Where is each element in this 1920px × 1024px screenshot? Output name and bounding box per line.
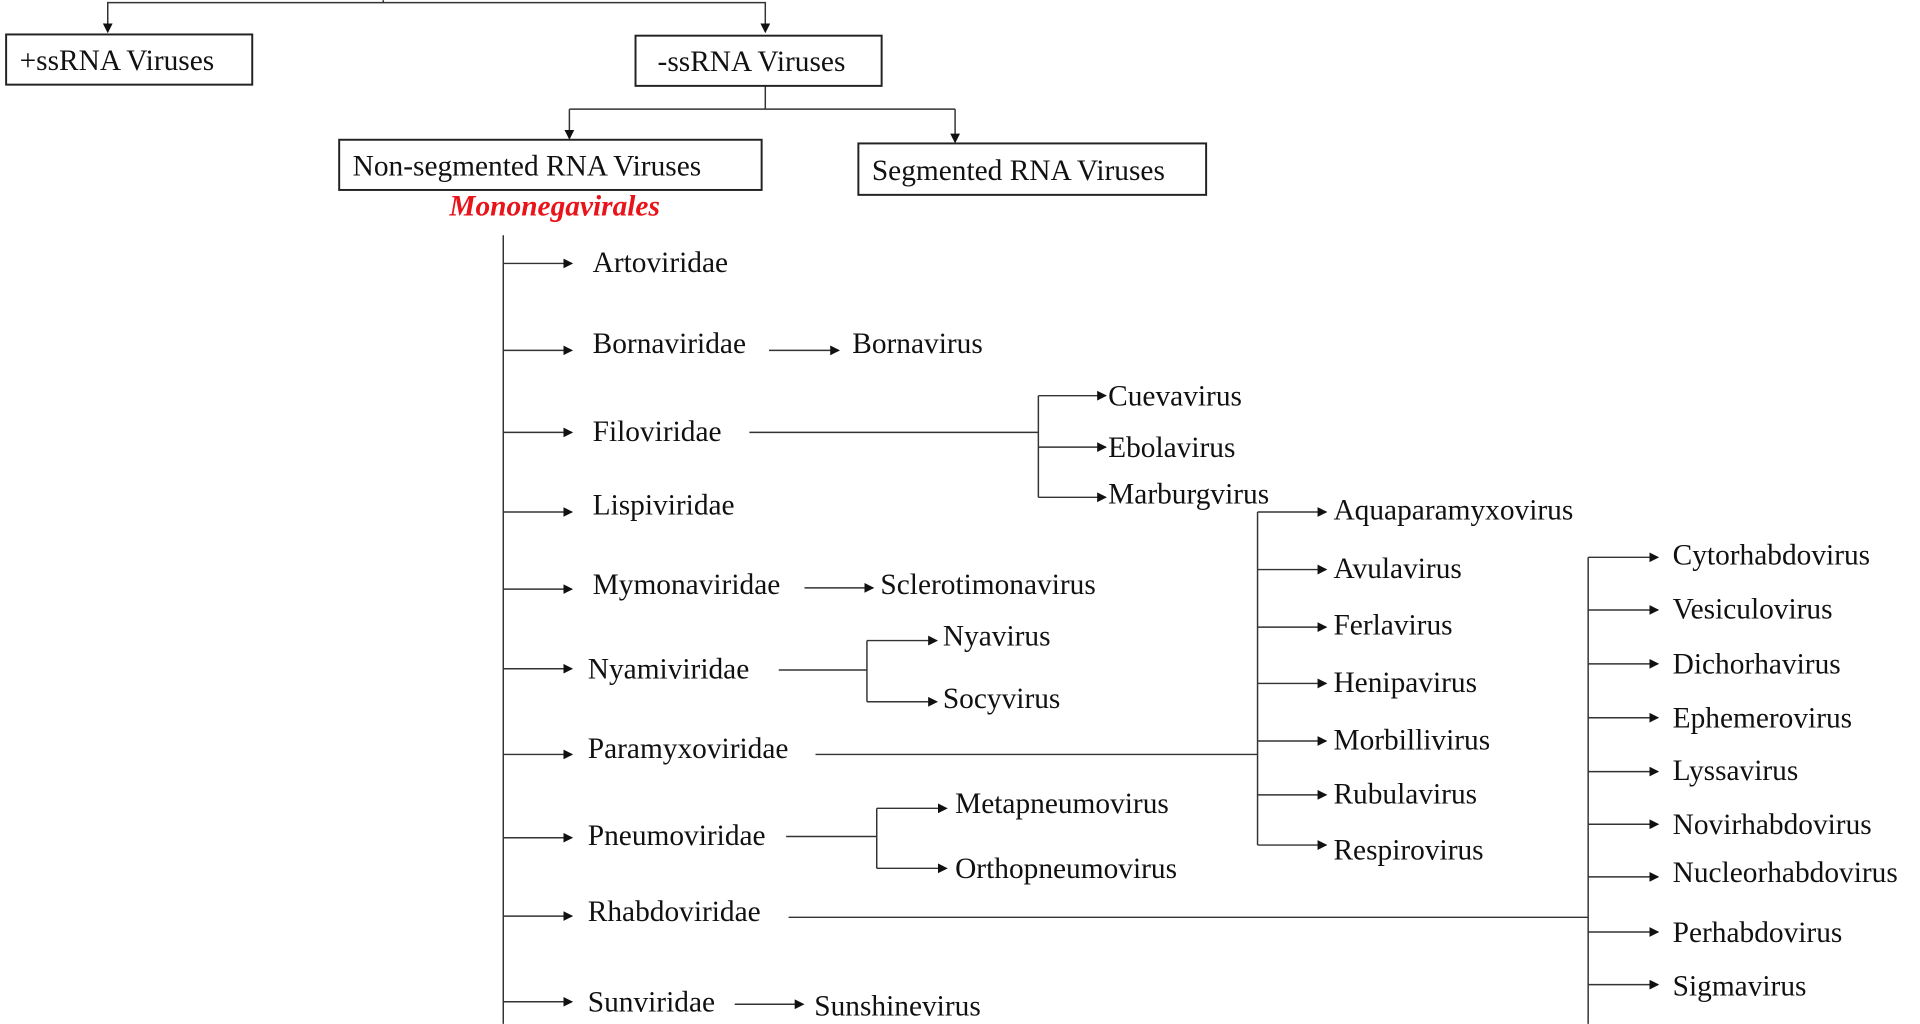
genus-label: Henipavirus <box>1333 667 1477 699</box>
genus-label: Sclerotimonavirus <box>880 569 1095 601</box>
family-label: Bornaviridae <box>593 328 746 360</box>
genus-label: Cytorhabdovirus <box>1673 540 1870 572</box>
box-minus-ssrna: -ssRNA Viruses <box>634 34 883 87</box>
family-mymonaviridae: Mymonaviridae Sclerotimonavirus <box>503 569 1096 601</box>
label-plus-ssrna: +ssRNA Viruses <box>20 45 215 77</box>
family-label: Pneumoviridae <box>588 820 766 852</box>
genus-label: Nyavirus <box>943 620 1051 652</box>
genus-label: Respirovirus <box>1333 835 1483 867</box>
genus-label: Lyssavirus <box>1673 755 1799 787</box>
family-rhabdoviridae: Rhabdoviridae CytorhabdovirusVesiculoviru… <box>503 540 1898 1024</box>
family-label: Nyamiviridae <box>588 654 750 686</box>
genus-label: Rubulavirus <box>1333 778 1477 810</box>
genus-label: Orthopneumovirus <box>955 853 1177 885</box>
family-label: Artoviridae <box>593 247 728 279</box>
family-label: Filoviridae <box>593 416 722 448</box>
order-label: Mononegavirales <box>448 191 660 223</box>
family-label: Mymonaviridae <box>593 569 781 601</box>
label-non-segmented: Non-segmented RNA Viruses <box>353 150 702 182</box>
genus-label: Dichorhavirus <box>1673 649 1841 681</box>
genus-label: Novirhabdovirus <box>1673 809 1872 841</box>
genus-label: Avulavirus <box>1333 553 1461 585</box>
label-segmented: Segmented RNA Viruses <box>872 155 1165 187</box>
genus-label: Perhabdovirus <box>1673 917 1843 949</box>
genus-label: Metapneumovirus <box>955 788 1169 820</box>
genus-label: Vesiculovirus <box>1673 594 1833 626</box>
family-bornaviridae: Bornaviridae Bornavirus <box>503 328 983 360</box>
family-label: Paramyxoviridae <box>588 733 789 765</box>
genus-label: Socyvirus <box>943 683 1061 715</box>
family-sunviridae: Sunviridae Sunshinevirus <box>503 987 981 1022</box>
box-plus-ssrna: +ssRNA Viruses <box>5 33 254 86</box>
genus-label: Morbillivirus <box>1333 725 1490 757</box>
top-connectors <box>102 0 960 144</box>
family-artoviridae: Artoviridae <box>503 247 728 279</box>
genus-label: Nucleorhabdovirus <box>1673 857 1898 889</box>
genus-label: Bornavirus <box>852 328 983 360</box>
genus-label: Sigmavirus <box>1673 971 1807 1003</box>
genus-label: Aquaparamyxovirus <box>1333 494 1573 526</box>
box-segmented: Segmented RNA Viruses <box>857 142 1208 196</box>
family-label: Lispiviridae <box>593 489 735 521</box>
family-pneumoviridae: Pneumoviridae MetapneumovirusOrthopneumov… <box>503 788 1177 885</box>
label-minus-ssrna: -ssRNA Viruses <box>658 46 846 78</box>
genus-label: Marburgvirus <box>1108 478 1269 510</box>
genus-label: Ferlavirus <box>1333 609 1452 641</box>
family-lispiviridae: Lispiviridae <box>503 489 735 521</box>
family-label: Sunviridae <box>588 987 715 1019</box>
box-non-segmented: Non-segmented RNA Viruses <box>338 138 763 191</box>
genus-label: Sunshinevirus <box>814 990 980 1022</box>
family-filoviridae: Filoviridae CuevavirusEbolavirusMarburgvi… <box>503 380 1269 510</box>
genus-label: Ebolavirus <box>1108 432 1235 464</box>
family-label: Rhabdoviridae <box>588 896 761 928</box>
genus-label: Ephemerovirus <box>1673 703 1852 735</box>
genus-label: Cuevavirus <box>1108 380 1242 412</box>
family-paramyxoviridae: Paramyxoviridae AquaparamyxovirusAvulavir… <box>503 494 1573 867</box>
